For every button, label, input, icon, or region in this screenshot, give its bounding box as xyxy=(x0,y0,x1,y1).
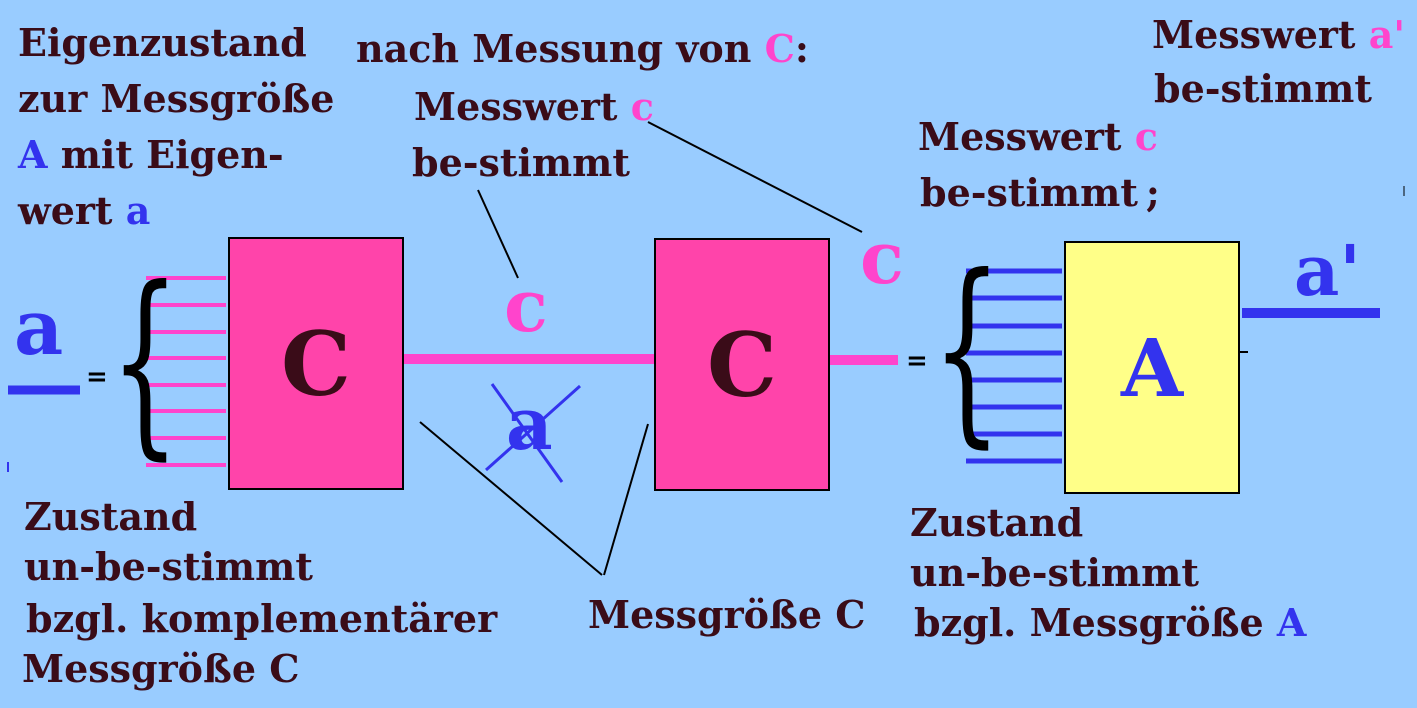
note-line4-text: wert xyxy=(18,188,126,233)
cross-mark xyxy=(485,383,581,483)
center-note-line1: Messwert c xyxy=(414,88,654,126)
note-line2-text: zur Messgröße xyxy=(18,76,335,121)
channel-symbol-c-2: c xyxy=(860,215,904,300)
equals-sign-1: = xyxy=(86,362,108,392)
pink-stripes xyxy=(146,276,226,467)
top-right-note-symbol: a' xyxy=(1368,12,1405,57)
bottom-right-note-line3: bzgl. Messgröße A xyxy=(914,604,1306,642)
right-note-line2: be-stimmt; xyxy=(920,174,1160,212)
equals-sign-2: = xyxy=(906,346,928,376)
center-note-symbol-c: c xyxy=(630,84,654,129)
top-right-note-line2-text: be-stimmt xyxy=(1154,66,1372,111)
blue-stripes xyxy=(966,268,1062,464)
right-note-line1: Messwert c xyxy=(918,118,1158,156)
note-eigenzustand-line3: A mit Eigen- xyxy=(18,136,284,174)
heading-text: nach Messung von xyxy=(356,26,765,71)
bottom-right-note-symbol-A: A xyxy=(1276,600,1307,645)
top-right-note-text: Messwert xyxy=(1152,12,1369,57)
heading-symbol-C: C xyxy=(764,26,795,71)
right-note-text: Messwert xyxy=(918,114,1135,159)
bottom-left-note-line2: un-be-stimmt xyxy=(24,544,313,589)
box3-label: A xyxy=(1120,320,1184,415)
box2-label: C xyxy=(706,312,778,417)
bottom-left-note-line3: bzgl. komplementärer xyxy=(26,596,498,641)
measurement-box-2: C xyxy=(654,238,830,491)
bottom-right-note-line2: un-be-stimmt xyxy=(910,550,1199,595)
output-symbol-a-prime: a' xyxy=(1294,229,1361,312)
measurement-box-1: C xyxy=(228,237,404,490)
symbol-a: a xyxy=(125,188,151,233)
brace-left-1: { xyxy=(110,245,180,478)
bottom-left-note-line1: Zustand xyxy=(24,494,198,539)
brace-left-2: { xyxy=(932,233,1002,466)
input-symbol-a: a xyxy=(14,283,64,372)
center-note-line2: be-stimmt xyxy=(412,144,630,182)
note-eigenzustand: Eigenzustand xyxy=(18,24,307,62)
note-eigenzustand-line2: zur Messgröße xyxy=(18,80,334,118)
pointer-lines xyxy=(419,121,1248,576)
center-note-line2-text: be-stimmt xyxy=(412,140,630,185)
bottom-left-note-line4: Messgröße C xyxy=(22,646,300,691)
bottom-right-note-text: bzgl. Messgröße xyxy=(914,600,1277,645)
right-note-semicolon: ; xyxy=(1145,170,1160,215)
bottom-right-note-line1: Zustand xyxy=(910,500,1084,545)
note-eigenzustand-line4: wert a xyxy=(18,192,150,230)
right-note-symbol-c: c xyxy=(1134,114,1158,159)
bottom-center-label: Messgröße C xyxy=(588,592,866,637)
heading-nach-messung: nach Messung von C: xyxy=(356,30,809,68)
top-right-note-line2: be-stimmt xyxy=(1154,70,1372,108)
measurement-box-3: A xyxy=(1064,241,1240,494)
heading-colon: : xyxy=(794,26,809,71)
center-note-text: Messwert xyxy=(414,84,631,129)
symbol-A: A xyxy=(18,132,48,177)
channel-symbol-c-1: c xyxy=(504,263,548,348)
note-eigenzustand-line1: Eigenzustand xyxy=(18,20,307,65)
box1-label: C xyxy=(280,311,352,416)
crossed-symbol-a: a xyxy=(506,381,553,466)
top-right-note-line1: Messwert a' xyxy=(1152,16,1405,54)
note-line3-text: mit Eigen- xyxy=(47,132,284,177)
right-note-line2-text: be-stimmt xyxy=(920,170,1138,215)
